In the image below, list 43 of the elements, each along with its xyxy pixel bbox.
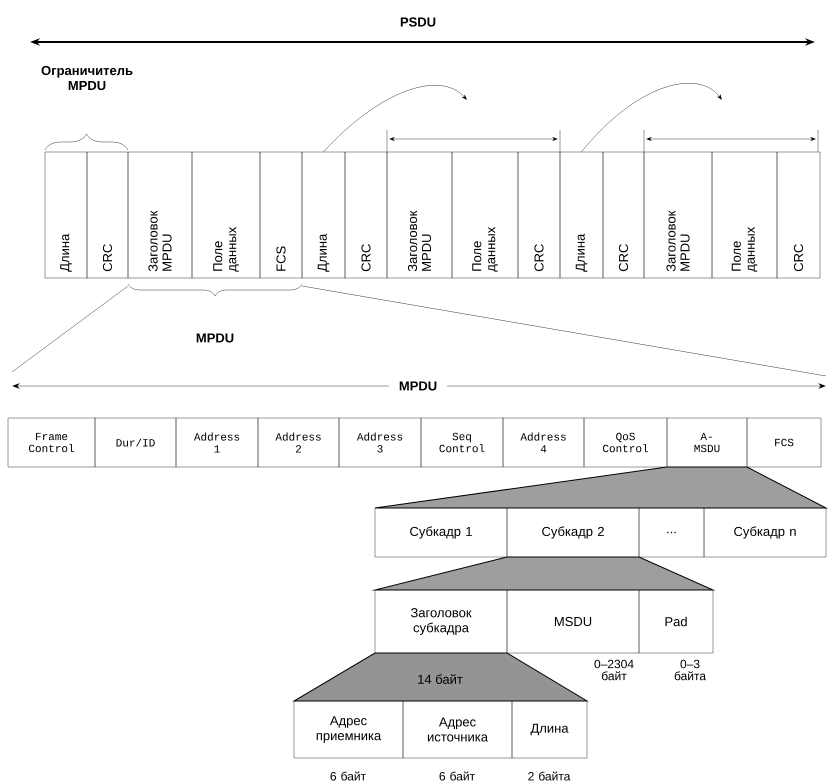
size-label: 0–2304 байт (594, 660, 634, 680)
field-cell: Заголовок MPDU (386, 152, 452, 278)
field-cell: CRC (344, 152, 388, 278)
field-cell: Длина (44, 152, 88, 278)
field-cell: CRC (86, 152, 128, 278)
dimension-label: MPDU (196, 333, 234, 343)
field-cell: Длина (560, 152, 604, 278)
field-cell: Длина (302, 152, 346, 278)
dimension-label: Ограничитель MPDU (42, 66, 132, 90)
dimension-label: MPDU (388, 378, 448, 394)
field-cell: Frame Control (8, 418, 96, 468)
curved-arrow (581, 83, 722, 152)
field-cell: Заголовок MPDU (128, 152, 192, 278)
expansion-trapezoid (374, 466, 828, 508)
field-cell: Address 1 (176, 418, 258, 468)
field-cell: Address 3 (338, 418, 422, 468)
field-cell: Seq Control (420, 418, 504, 468)
field-cell: Длина (512, 700, 588, 758)
size-label: 0–3 байта (674, 660, 706, 680)
field-cell: Dur/ID (94, 418, 176, 468)
size-label: 6 байт (440, 772, 475, 781)
field-cell: ... (638, 508, 704, 558)
field-cell: Субкадр n (704, 508, 826, 558)
field-cell: Поле данных (712, 152, 778, 278)
field-cell: Адрес приемника (294, 700, 404, 758)
field-cell: Address 4 (502, 418, 584, 468)
field-cell: Поле данных (192, 152, 260, 278)
field-cell: CRC (776, 152, 820, 278)
field-cell: QoS Control (584, 418, 668, 468)
field-cell: Address 2 (258, 418, 340, 468)
field-cell: FCS (746, 418, 822, 468)
field-cell: A- MSDU (666, 418, 748, 468)
field-cell: Субкадр 1 (374, 508, 508, 558)
field-cell: Адрес источника (402, 700, 512, 758)
field-cell: FCS (260, 152, 302, 278)
size-label: 2 байта (528, 772, 570, 781)
field-cell: CRC (602, 152, 644, 278)
size-label: 6 байт (330, 772, 366, 781)
field-cell: CRC (518, 152, 560, 278)
dimension-label: PSDU (400, 17, 436, 27)
field-cell: Заголовок MPDU (644, 152, 712, 278)
curved-arrow (323, 85, 467, 152)
field-cell: Поле данных (452, 152, 518, 278)
